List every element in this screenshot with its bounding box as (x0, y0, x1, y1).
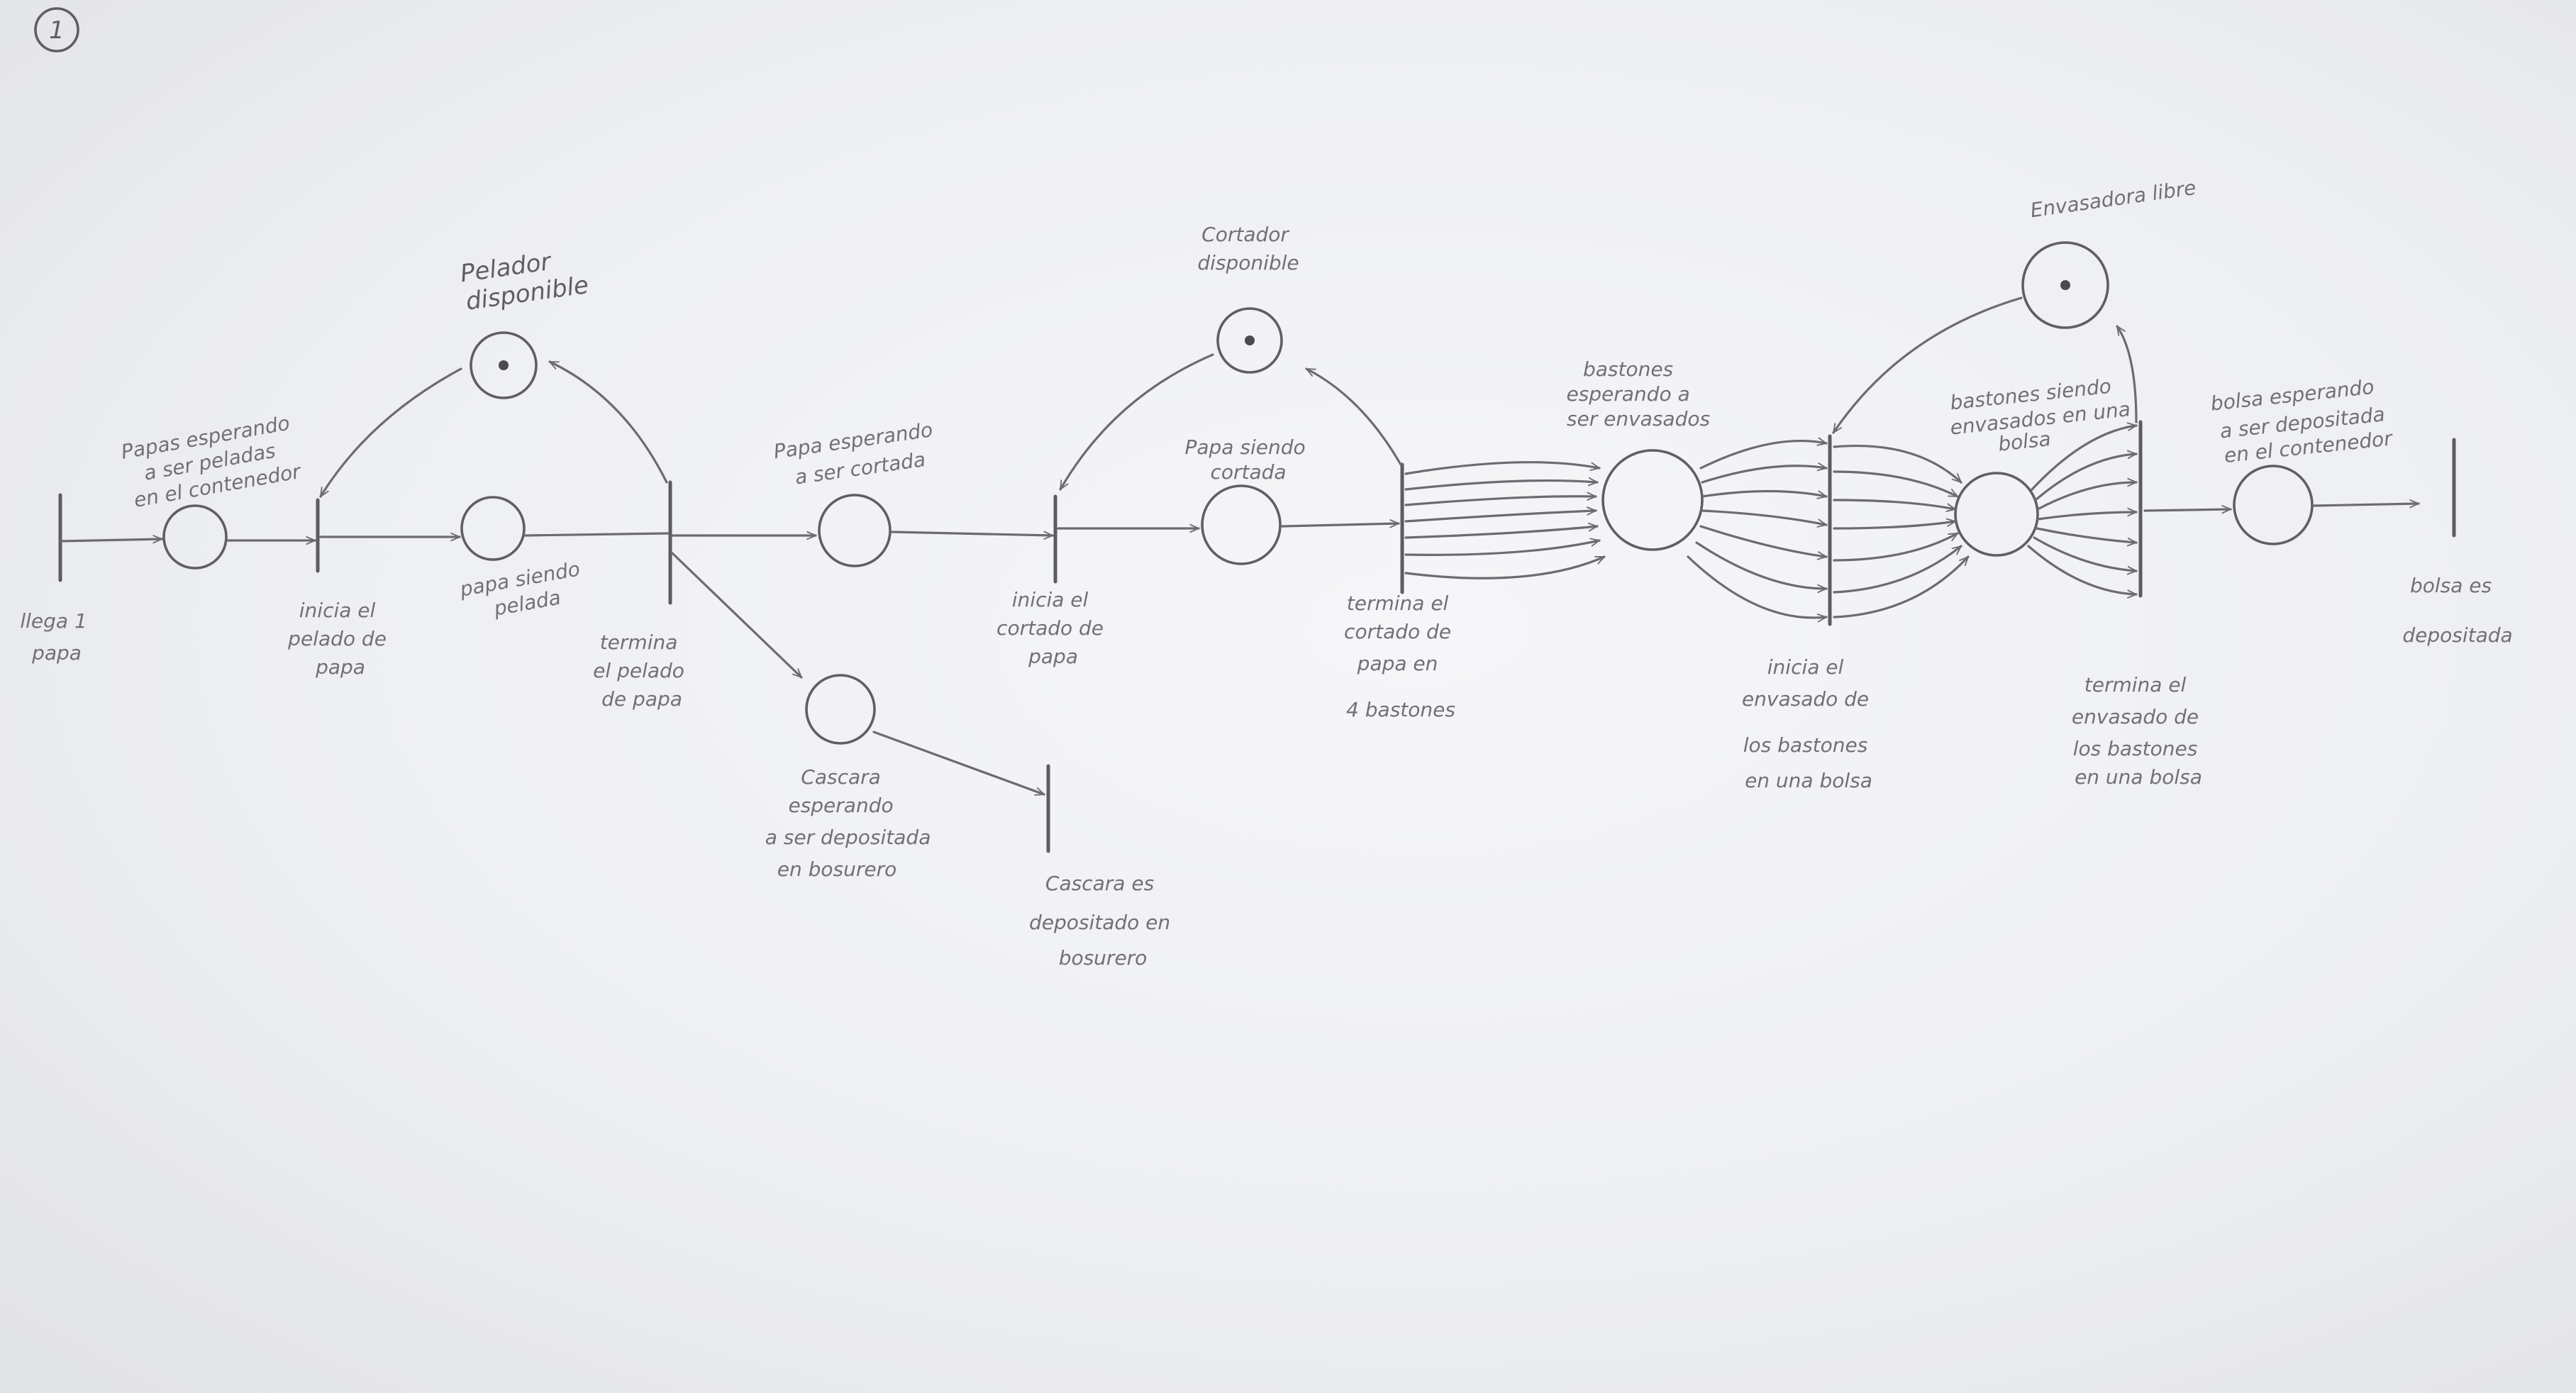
place-p1-label: Papas esperando a ser peladas en el cont… (119, 410, 306, 513)
t1-line2: papa (31, 641, 82, 665)
t7-line4: en una bolsa (1745, 769, 1872, 792)
p8-line1: bastones (1583, 357, 1673, 381)
transition-t5-label: Cascara es depositado en bosurero (1029, 872, 1177, 970)
p9-line1: Envasadora libre (2028, 176, 2197, 222)
p7-line1: Papa siendo (1184, 435, 1305, 459)
place-p11 (2233, 465, 2314, 545)
t6-line2: cortado de (1344, 620, 1451, 643)
t4-line2: cortado de (996, 616, 1104, 640)
place-p10-label: bastones siendo envasados en una bolsa (1946, 372, 2140, 460)
t2-line1: inicia el (299, 599, 376, 622)
arc-bundle-p10-t8 (2027, 426, 2136, 594)
arc-p6-t4 (1059, 353, 1214, 489)
p7-line2: cortada (1210, 460, 1286, 484)
p8-line2: esperando a (1566, 382, 1689, 406)
p5-line3: a ser depositada (765, 826, 931, 849)
t3-line2: el pelado (593, 659, 684, 682)
arc-bundle-p8-t7 (1687, 441, 1826, 618)
arc-bundle-t7-p10 (1833, 444, 1970, 618)
arc-t1-p1 (59, 539, 163, 541)
place-p4-label: Papa esperando a ser cortada (772, 417, 945, 492)
place-p10 (1954, 472, 2039, 557)
page-number-badge: 1 (34, 7, 79, 52)
place-p6-label: Cortador disponible (1197, 223, 1299, 274)
t5-line1: Cascara es (1045, 872, 1154, 895)
arc-t8-p9 (2116, 326, 2138, 423)
t7-line2: envasado de (1742, 687, 1869, 711)
p6-line1: Cortador (1201, 223, 1289, 246)
t6-line4: 4 bastones (1346, 698, 1455, 721)
place-p7-label: Papa siendo cortada (1184, 435, 1311, 484)
place-p7 (1201, 484, 1282, 565)
place-p9 (2021, 241, 2109, 329)
transition-t3-label: termina el pelado de papa (593, 631, 691, 711)
place-p6-token (1245, 335, 1255, 345)
page-number: 1 (49, 16, 65, 45)
arc-t6-p6 (1306, 367, 1402, 466)
t2-line2: pelado de (287, 627, 387, 650)
t8-line3: los bastones (2073, 737, 2198, 760)
p5-line1: Cascara (801, 765, 881, 789)
t2-line3: papa (315, 655, 365, 679)
t7-line1: inicia el (1767, 655, 1844, 679)
place-p3 (460, 496, 526, 561)
t3-line1: termina (600, 631, 678, 654)
arc-p7-t6 (1281, 523, 1400, 526)
transition-t2-label: inicia el pelado de papa (287, 599, 393, 679)
arc-p5-t5 (872, 731, 1044, 794)
transition-t7-label: inicia el envasado de los bastones en un… (1742, 655, 1875, 792)
p6-line2: disponible (1197, 251, 1299, 274)
place-p11-label: bolsa esperando a ser depositada en el c… (2209, 374, 2394, 469)
t7-line3: los bastones (1743, 733, 1868, 757)
transition-t9-label: bolsa es depositada (2402, 574, 2512, 647)
t9-line2: depositada (2402, 623, 2512, 647)
t8-line1: termina el (2084, 673, 2187, 696)
place-p2-token (499, 360, 509, 370)
t3-line3: de papa (601, 687, 682, 711)
p5-line4: en bosurero (777, 858, 897, 881)
t1-line1: llega 1 (20, 609, 87, 633)
transition-t1-label: llega 1 papa (20, 609, 93, 665)
place-p9-label: Envasadora libre (2028, 176, 2197, 222)
p8-line3: ser envasados (1567, 407, 1710, 431)
place-p3-label: papa siendo pelada (457, 556, 592, 626)
transition-t6-label: termina el cortado de papa en 4 bastones (1344, 592, 1458, 721)
arc-p4-t4 (891, 532, 1054, 535)
transition-t8-label: termina el envasado de los bastones en u… (2072, 673, 2205, 789)
place-p9-token (2060, 280, 2070, 290)
t5-line3: bosurero (1059, 946, 1148, 970)
p10-line3: bolsa (1997, 427, 2052, 456)
t6-line1: termina el (1347, 592, 1449, 615)
place-p1 (162, 504, 228, 570)
place-p8-label: bastones esperando a ser envasados (1566, 357, 1710, 431)
t4-line3: papa (1028, 645, 1078, 668)
p5-line2: esperando (788, 794, 893, 817)
place-p5-label: Cascara esperando a ser depositada en bo… (765, 765, 938, 881)
t8-line2: envasado de (2072, 705, 2199, 728)
arc-bundle-t6-p8 (1404, 461, 1604, 579)
t5-line2: depositado en (1029, 911, 1170, 934)
t6-line3: papa en (1357, 652, 1438, 675)
place-p5 (805, 674, 876, 745)
arc-t3-p5 (671, 552, 801, 679)
place-p8 (1601, 449, 1704, 551)
t9-line1: bolsa es (2410, 574, 2492, 597)
page-number-circle (34, 7, 79, 52)
place-p2 (470, 331, 538, 399)
arc-p11-t9 (2312, 504, 2420, 506)
place-p6 (1216, 307, 1283, 374)
t8-line4: en una bolsa (2075, 765, 2202, 789)
transition-t4-label: inicia el cortado de papa (996, 588, 1110, 668)
t4-line1: inicia el (1012, 588, 1089, 611)
place-p4 (818, 494, 892, 567)
arc-t8-p11 (2143, 509, 2232, 511)
place-p2-label: Pelador disponible (458, 243, 590, 316)
arc-p2-t2 (319, 367, 462, 496)
arc-p9-t7 (1832, 296, 2023, 433)
arc-p3-t3 (523, 532, 670, 537)
arc-t3-p2 (550, 360, 668, 484)
